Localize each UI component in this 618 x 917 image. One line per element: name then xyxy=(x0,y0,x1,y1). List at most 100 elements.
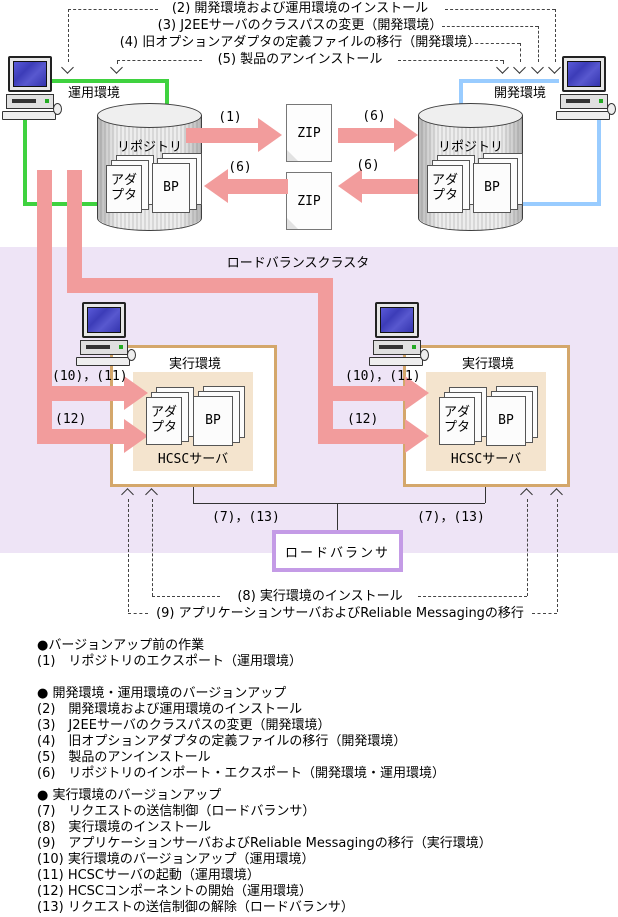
adapter-label: アダプタ xyxy=(439,397,475,445)
bp-document-stack: BP xyxy=(486,386,538,446)
arrow-down-icon xyxy=(496,61,509,74)
hcsc-server-box: アダプタ BP HCSCサーバ xyxy=(133,372,253,471)
production-computer-icon xyxy=(2,56,62,122)
bp-document-stack: BP xyxy=(193,386,245,446)
arrow-6-import-dev-head xyxy=(394,118,418,152)
dash-step9-right-rise xyxy=(557,499,558,612)
arrow-7-13-label: (7)，(13) xyxy=(212,510,280,525)
legend-item: (7) リクエストの送信制御（ロードバランサ） xyxy=(37,804,316,819)
arrow-1-export-head xyxy=(258,118,282,152)
keyboard-icon xyxy=(76,357,130,366)
arrow-6-label: (6) xyxy=(362,109,386,124)
monitor-icon xyxy=(8,56,52,92)
dash-step9-left xyxy=(128,613,148,614)
arrow-6-import-prod-head xyxy=(204,169,228,203)
annotation-step9: (9) アプリケーションサーバおよびReliable Messagingの移行 xyxy=(156,606,524,621)
keyboard-icon xyxy=(2,111,56,120)
legend-group-title: ● 実行環境のバージョンアップ xyxy=(37,788,222,803)
arrow-12-label: (12) xyxy=(347,412,379,427)
zip-file-export: ZIP xyxy=(286,104,332,162)
adapter-document-stack: アダプタ xyxy=(427,155,475,213)
hcsc-server-label: HCSCサーバ xyxy=(450,452,522,467)
dash-step2-drop-right xyxy=(555,9,556,62)
arrow-6-export-dev xyxy=(362,179,418,194)
annotation-step4: (4) 旧オプションアダプタの定義ファイルの移行（開発環境） xyxy=(119,35,481,50)
bp-document-stack: BP xyxy=(152,153,202,213)
dash-step3-right xyxy=(442,26,538,27)
bp-document-stack: BP xyxy=(473,153,523,213)
legend-item: (1) リポジトリのエクスポート（運用環境） xyxy=(37,654,303,669)
legend-group-title: ●バージョンアップ前の作業 xyxy=(37,638,205,653)
execution-env-box-right: 実行環境 アダプタ BP HCSCサーバ xyxy=(403,345,570,487)
prod-line-drop xyxy=(165,79,169,105)
arrow-12-label: (12) xyxy=(55,412,87,427)
execution-env-box-left: 実行環境 アダプタ BP HCSCサーバ xyxy=(110,345,277,487)
pink-trunk-right-vert xyxy=(67,170,82,293)
production-env-label: 運用環境 xyxy=(68,86,121,101)
cluster-label: ロードバランスクラスタ xyxy=(226,256,370,271)
dash-step9-left-rise xyxy=(128,499,129,612)
legend-item: (12) HCSCコンポーネントの開始（運用環境） xyxy=(37,884,312,899)
arrow-10-11-right-head xyxy=(405,376,429,410)
arrow-down-icon xyxy=(61,61,74,74)
legend-item: (13) リクエストの送信制御の解除（ロードバランサ） xyxy=(37,900,354,915)
dash-step4-drop-right xyxy=(520,43,521,62)
legend-item: (8) 実行環境のインストール xyxy=(37,820,212,835)
arrow-down-icon xyxy=(531,61,544,74)
monitor-icon xyxy=(562,56,606,92)
arrow-1-label: (1) xyxy=(218,110,242,125)
development-repository-cylinder: リポジトリ アダプタ BP xyxy=(418,103,523,231)
legend-item: (5) 製品のアンインストール xyxy=(37,750,211,765)
execution-computer-icon-right xyxy=(369,302,429,368)
arrow-7-13-label: (7)，(13) xyxy=(417,510,485,525)
dev-line-bottom xyxy=(522,202,601,206)
annotation-step3: (3) J2EEサーバのクラスパスの変更（開発環境） xyxy=(157,18,443,33)
arrow-down-icon xyxy=(513,61,526,74)
dev-line-right xyxy=(597,116,601,206)
dash-step8-left-rise xyxy=(152,499,153,596)
arrow-1-export xyxy=(186,128,258,143)
adapter-label: アダプタ xyxy=(146,397,182,445)
legend-item: (4) 旧オプションアダプタの定義ファイルの移行（開発環境） xyxy=(37,734,407,749)
prod-line-left xyxy=(23,120,27,206)
legend-item: (9) アプリケーションサーバおよびReliable Messagingの移行（… xyxy=(37,836,492,851)
execution-env-label: 実行環境 xyxy=(462,357,515,372)
lb-connector-horizontal xyxy=(193,503,485,504)
adapter-document-stack: アダプタ xyxy=(439,387,487,445)
arrow-down-icon xyxy=(110,61,123,74)
execution-computer-icon-left xyxy=(76,302,136,368)
development-env-label: 開発環境 xyxy=(494,86,547,101)
adapter-label: アダプタ xyxy=(427,165,463,213)
arrow-10-11-left-head xyxy=(124,376,148,410)
pink-trunk-right-horiz xyxy=(67,278,333,293)
legend-group-title: ● 開発環境・運用環境のバージョンアップ xyxy=(37,686,287,701)
lb-connector-center-drop xyxy=(337,503,338,530)
mouse-icon xyxy=(127,349,136,361)
legend-item: (3) J2EEサーバのクラスパスの変更（開発環境） xyxy=(37,718,331,733)
production-repository-cylinder: リポジトリ アダプタ BP xyxy=(97,103,202,231)
keyboard-icon xyxy=(369,357,423,366)
computer-case-icon xyxy=(560,94,608,109)
annotation-step8: (8) 実行環境のインストール xyxy=(237,589,403,604)
dash-step4-right xyxy=(470,43,520,44)
hcsc-server-box: アダプタ BP HCSCサーバ xyxy=(426,372,546,471)
arrow-10-11-label: (10)，(11) xyxy=(345,369,421,384)
arrow-6-import-prod xyxy=(228,179,288,194)
bp-label: BP xyxy=(152,163,190,213)
arrow-12-left-head xyxy=(124,419,148,453)
dash-step2-drop-left xyxy=(68,9,69,62)
bp-label: BP xyxy=(473,163,511,213)
prod-line-top xyxy=(47,79,169,83)
adapter-label: アダプタ xyxy=(106,165,142,213)
dash-step5-drop-right xyxy=(503,60,504,64)
mouse-icon xyxy=(420,349,429,361)
arrow-6-import-dev xyxy=(338,128,394,143)
computer-case-icon xyxy=(80,340,128,355)
monitor-icon xyxy=(375,302,419,338)
dash-step5-right xyxy=(398,60,503,61)
dash-step2-left xyxy=(68,9,158,10)
pink-trunk-left xyxy=(37,170,52,444)
dash-step2-right xyxy=(445,9,555,10)
bp-label: BP xyxy=(193,396,233,446)
